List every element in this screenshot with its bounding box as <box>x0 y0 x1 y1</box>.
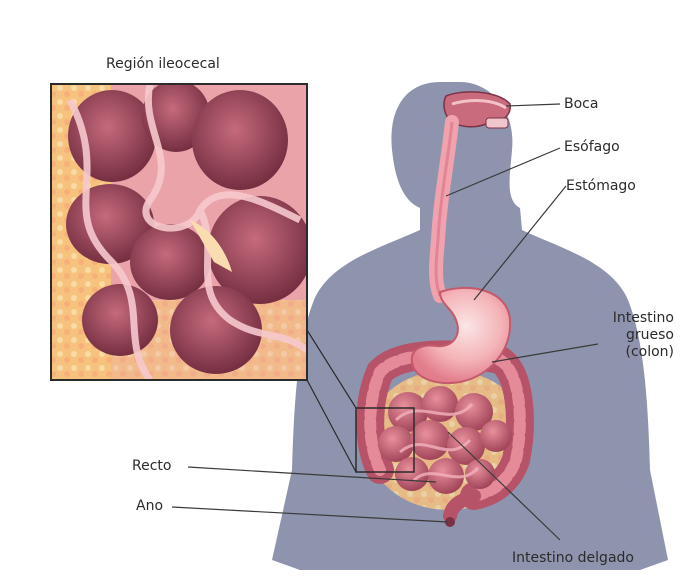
label-large-intestine: Intestino grueso (colon) <box>592 310 674 361</box>
label-rectum: Recto <box>132 458 171 475</box>
label-large-intestine-line1: Intestino <box>592 310 674 327</box>
ileocecal-inset <box>51 80 312 380</box>
label-large-intestine-line2: grueso <box>592 327 674 344</box>
label-large-intestine-line3: (colon) <box>592 344 674 361</box>
inset-title: Región ileocecal <box>106 56 220 73</box>
label-stomach: Estómago <box>566 178 636 195</box>
label-esophagus: Esófago <box>564 139 620 156</box>
label-anus: Ano <box>136 498 163 515</box>
label-small-intestine: Intestino delgado <box>512 550 634 567</box>
label-mouth: Boca <box>564 96 598 113</box>
